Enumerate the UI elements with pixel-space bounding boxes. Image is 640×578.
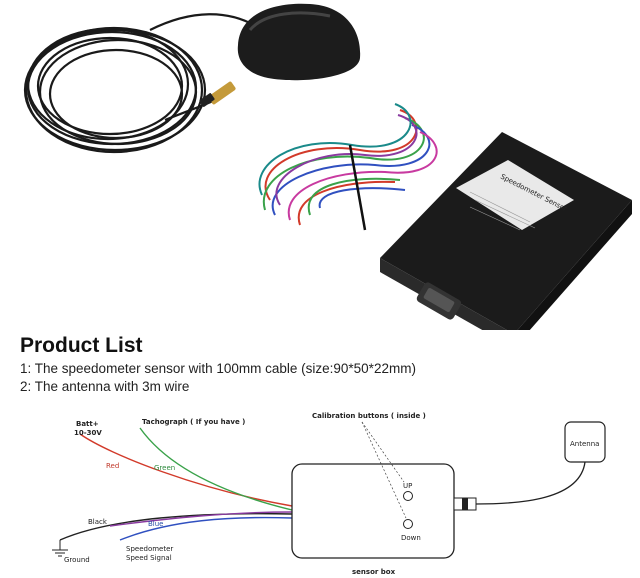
label-down: Down — [401, 534, 421, 542]
product-list: Product List 1: The speedometer sensor w… — [20, 334, 620, 396]
label-black: Black — [88, 518, 108, 526]
blue-wire — [119, 516, 293, 541]
label-ground: Ground — [64, 556, 90, 564]
red-wire — [79, 433, 293, 507]
green-wire — [139, 427, 293, 511]
antenna-box — [564, 421, 606, 463]
label-sensor-box: sensor box — [352, 568, 396, 576]
sensor-box-photo: Speedometer Sensor — [380, 132, 632, 330]
wiring-harness — [258, 103, 438, 231]
purple-wire — [109, 511, 293, 527]
product-list-item-2: 2: The antenna with 3m wire — [20, 379, 190, 394]
product-list-item-1: 1: The speedometer sensor with 100mm cab… — [20, 361, 416, 376]
label-blue: Blue — [148, 520, 164, 528]
antenna-wire — [475, 461, 586, 505]
product-list-title: Product List — [20, 334, 143, 357]
label-red: Red — [106, 462, 119, 470]
label-antenna: Antenna — [570, 440, 599, 448]
antenna-cable-coil — [23, 13, 263, 154]
label-up: UP — [403, 482, 412, 490]
label-batt: Batt+ — [76, 420, 99, 428]
wiring-diagram: Batt+ 10-30V Tachograph ( If you have ) … — [52, 412, 606, 576]
up-button-circle — [403, 491, 413, 501]
label-green: Green — [154, 464, 175, 472]
sensor-box-outline — [291, 463, 455, 559]
label-voltage: 10-30V — [74, 429, 102, 437]
label-calibration: Calibration buttons ( inside ) — [312, 412, 426, 420]
label-speed-signal: Speed Signal — [126, 554, 172, 562]
product-photo: Speedometer Sensor — [23, 3, 632, 330]
gps-antenna-puck — [237, 3, 361, 81]
black-wire — [59, 512, 293, 541]
label-tachograph: Tachograph ( If you have ) — [142, 418, 245, 426]
ground-symbol — [52, 540, 68, 557]
label-speedometer: Speedometer — [126, 545, 173, 553]
down-button-circle — [403, 519, 413, 529]
sma-connector — [199, 81, 236, 107]
wires — [59, 427, 293, 541]
